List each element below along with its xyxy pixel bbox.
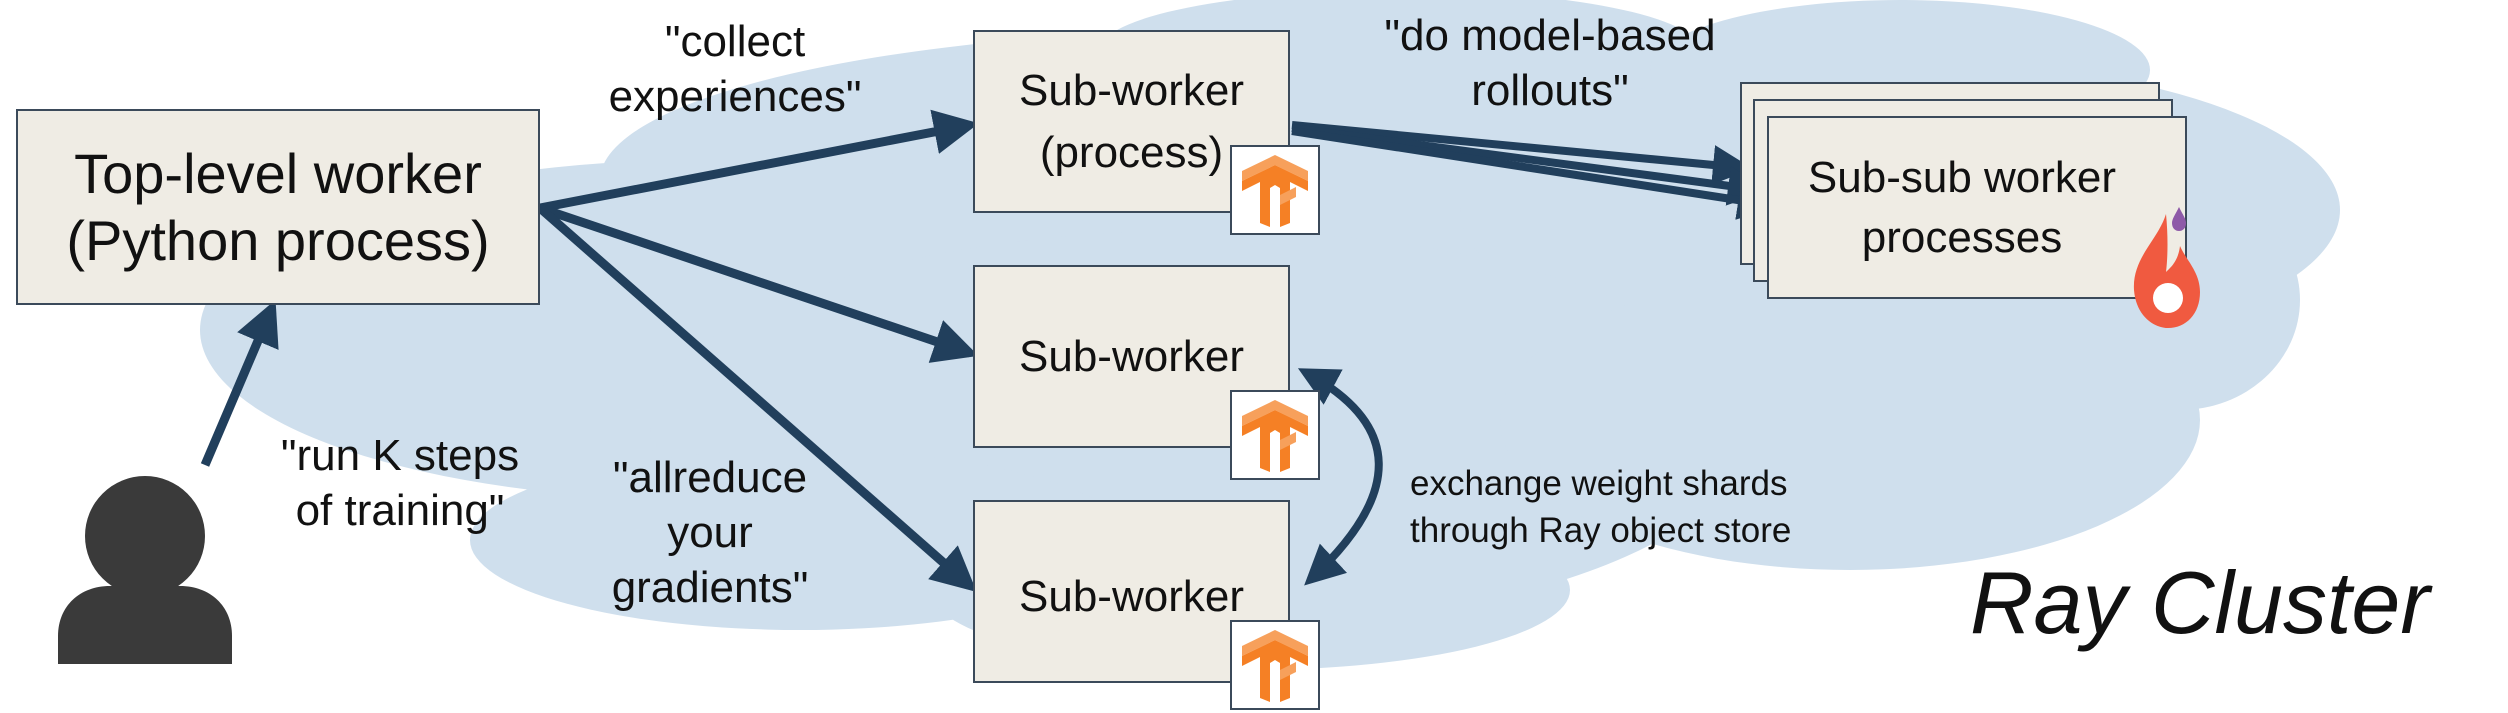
top-worker-line1: Top-level worker	[74, 141, 482, 205]
tensorflow-icon	[1242, 630, 1308, 702]
sub-worker-1-line2: (process)	[1039, 127, 1224, 177]
sub-worker-3-label: Sub-worker	[1019, 571, 1244, 621]
label-exchange-weights: exchange weight shards through Ray objec…	[1410, 464, 1792, 551]
tensorflow-icon	[1242, 155, 1308, 227]
tensorflow-icon-2	[1230, 390, 1320, 480]
arrow-sub1-to-subsub-a	[1291, 121, 1753, 185]
tensorflow-icon-1	[1230, 145, 1320, 235]
tensorflow-icon	[1242, 400, 1308, 472]
sub-worker-1-line1: Sub-worker	[1019, 65, 1244, 115]
sub-worker-2-label: Sub-worker	[1019, 331, 1244, 381]
arrow-user-to-top	[200, 299, 279, 467]
top-level-worker-box: Top-level worker (Python process)	[16, 109, 540, 305]
arrow-sub1-to-subsub-c	[1291, 127, 1778, 220]
arrow-top-to-sub2	[538, 203, 979, 363]
ray-flame-icon	[2133, 214, 2200, 328]
top-worker-line2: (Python process)	[66, 209, 490, 272]
label-allreduce: "allreduce your gradients"	[611, 453, 809, 612]
label-model-rollouts: "do model-based rollouts"	[1384, 11, 1716, 115]
tensorflow-icon-3	[1230, 620, 1320, 710]
sub-sub-line1: Sub-sub worker	[1807, 153, 2117, 203]
arrow-exchange-curve	[1297, 368, 1383, 586]
label-run-k-steps: "run K steps of training"	[280, 431, 520, 535]
user-icon	[58, 476, 232, 664]
ray-drop-icon	[2172, 207, 2186, 231]
arrow-top-to-sub3	[537, 204, 977, 592]
arrow-top-to-sub1	[539, 109, 979, 213]
label-collect-experiences: "collect experiences"	[608, 17, 862, 121]
ray-cluster-label: Ray Cluster	[1970, 553, 2430, 652]
sub-sub-line2: processes	[1861, 212, 2063, 262]
arrow-sub1-to-subsub-b	[1291, 124, 1768, 206]
sub-sub-worker-box: Sub-sub worker processes	[1767, 116, 2187, 299]
